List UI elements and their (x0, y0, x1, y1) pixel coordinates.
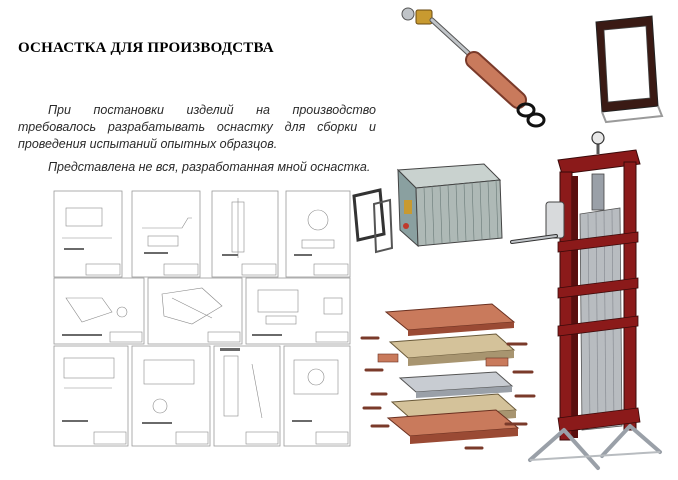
paragraph-2: Представлена не вся, разработанная мной … (48, 160, 371, 174)
battery-block-image (352, 163, 503, 254)
page-title: ОСНАСТКА ДЛЯ ПРОИЗВОДСТВА (18, 40, 274, 56)
paragraph-1: При постановки изделий на производство т… (18, 103, 376, 151)
frame-part-image (595, 15, 664, 124)
description-text: При постановки изделий на производство т… (18, 102, 376, 176)
technical-drawings-collage (53, 190, 351, 447)
press-frame-image (510, 131, 662, 470)
clamp-assembly-image (360, 303, 536, 450)
cylinder-part-image (401, 7, 546, 128)
